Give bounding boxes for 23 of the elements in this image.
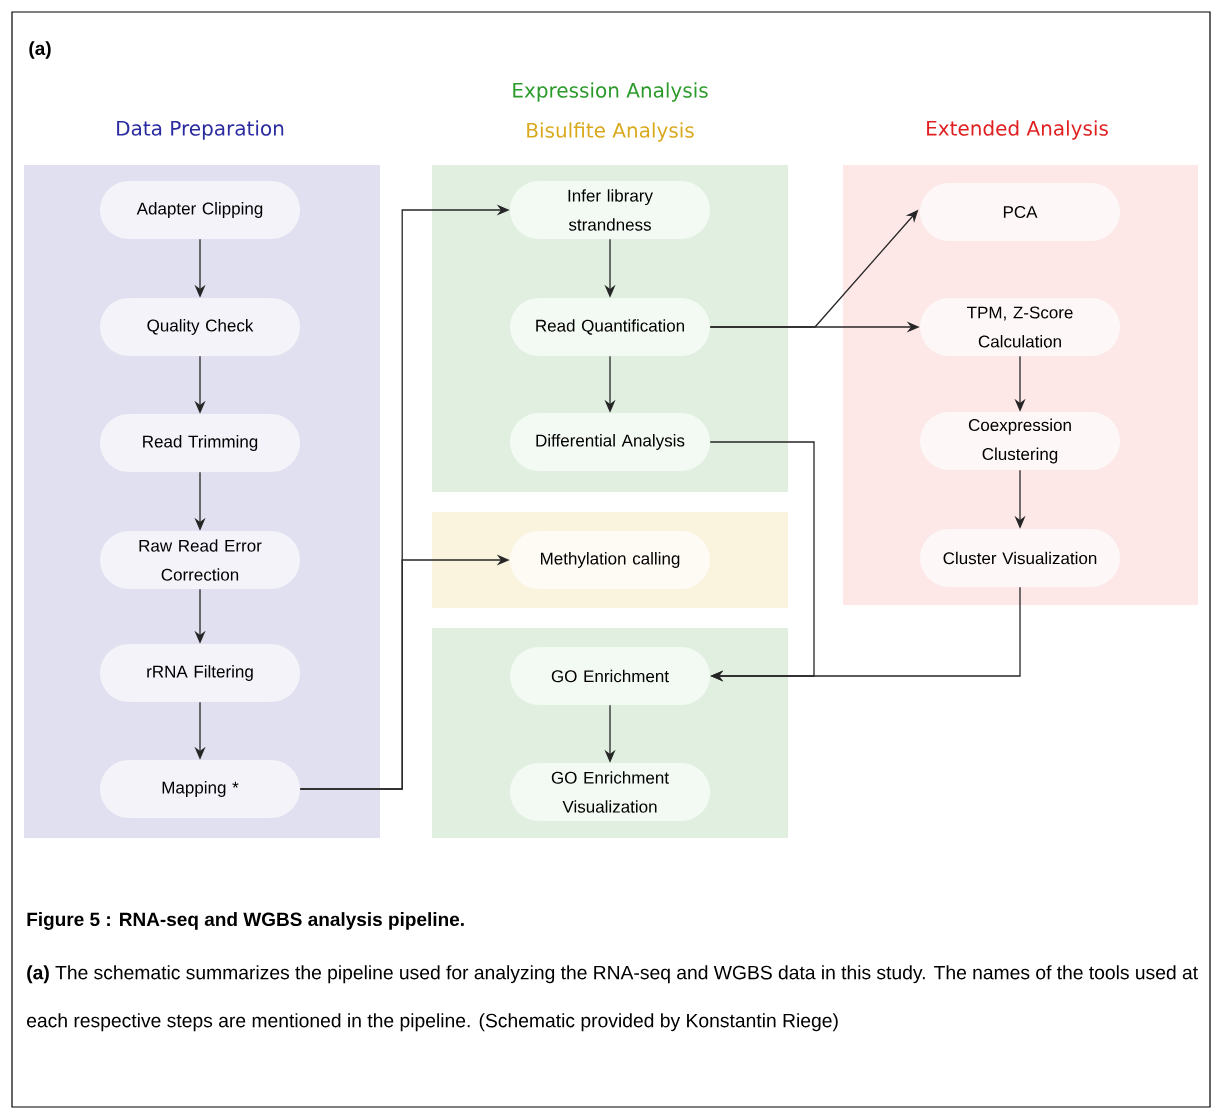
process-box: Read Trimming	[100, 414, 300, 472]
process-box: Raw Read Error Correction	[100, 531, 300, 589]
caption-text: (a) The schematic summarizes the pipeline used for analyzing the RNA-seq and WGBS data in this study. The names of the tools used at each respective steps are mentioned in the pipeline. (Schematic provided by Konstantin Riege)	[27, 965, 1198, 1032]
label-text: (a)	[29, 41, 51, 59]
section-heading: Extended Analysis	[927, 120, 1108, 140]
process-box: GO Enrichment Visualization	[510, 763, 710, 821]
process-box: Read Quantification	[510, 298, 710, 356]
process-box: Adapter Clipping	[100, 181, 300, 239]
process-box: rRNA Filtering	[100, 644, 300, 702]
process-box: Infer library strandness	[510, 181, 710, 239]
process-box: Cluster Visualization	[920, 529, 1120, 587]
process-box: Differential Analysis	[510, 413, 710, 471]
section-heading: Data Preparation	[117, 120, 284, 140]
figure-title: Figure 5 : RNA-seq and WGBS analysis pipeline.	[27, 912, 464, 930]
process-box: TPM, Z-Score Calculation	[920, 298, 1120, 356]
process-box: PCA	[920, 183, 1120, 241]
section-heading: Expression Analysis	[513, 82, 708, 102]
process-box: Quality Check	[100, 298, 300, 356]
process-box: Mapping *	[100, 760, 300, 818]
process-box: Methylation calling	[510, 531, 710, 589]
section-heading: Bisulfite Analysis	[527, 122, 694, 142]
process-box: Coexpression Clustering	[920, 412, 1120, 470]
process-box: GO Enrichment	[510, 647, 710, 705]
